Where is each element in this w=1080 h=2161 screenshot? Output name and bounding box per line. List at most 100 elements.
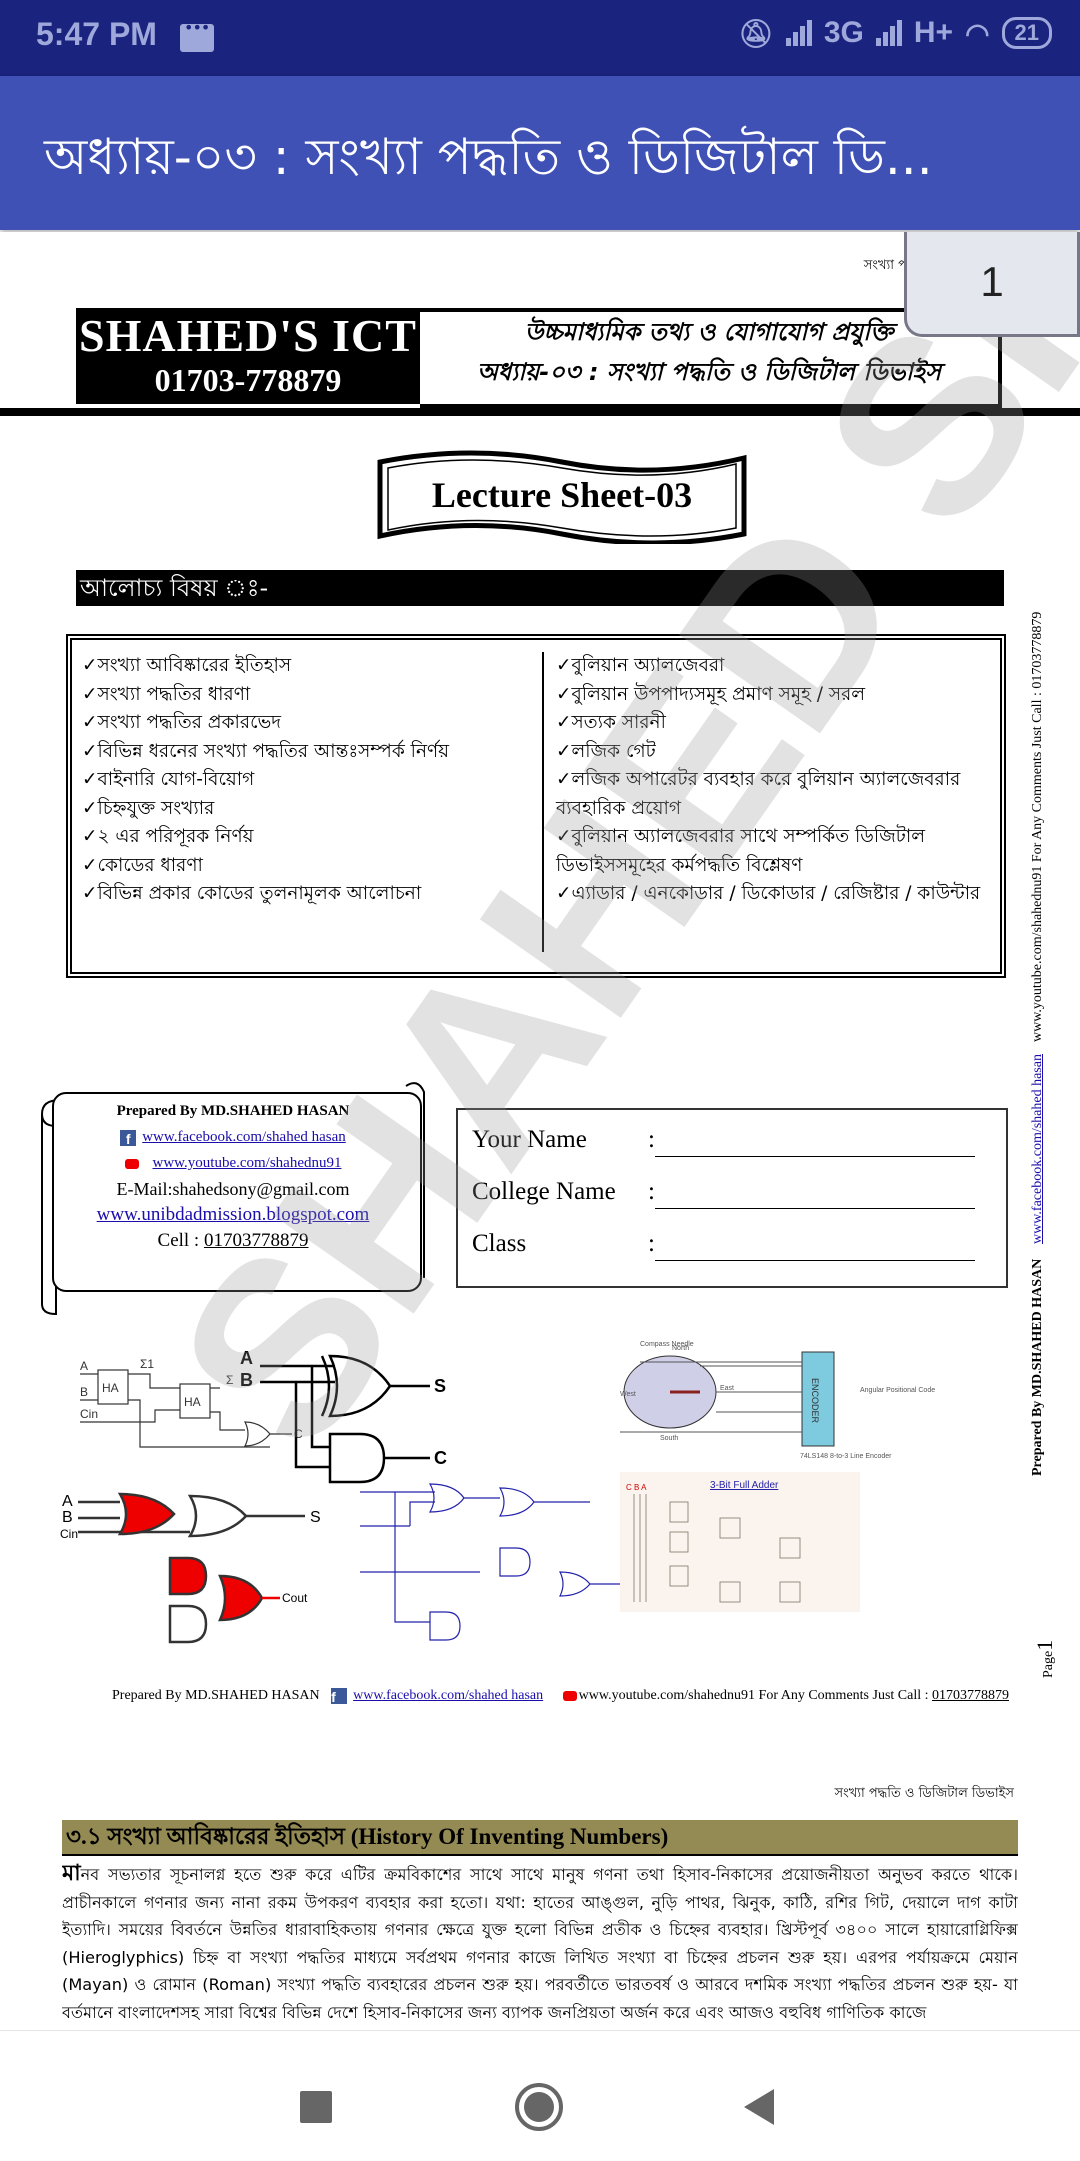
topic-item: ✓লজিক গেট (556, 740, 656, 762)
section-title: ৩.১ সংখ্যা আবিষ্কারের ইতিহাস (History Of… (62, 1820, 1018, 1856)
footer-prepared-by: Prepared By MD.SHAHED HASAN (112, 1688, 320, 1704)
topic-item: ✓বুলিয়ান অ্যালজেবরা (556, 655, 725, 676)
subject-block: উচ্চমাধ্যমিক তথ্য ও যোগাযোগ প্রযুক্তি অধ… (420, 308, 1002, 408)
brand-phone: 01703-778879 (154, 362, 342, 398)
footer-facebook-link[interactable]: www.facebook.com/shahed hasan (353, 1688, 544, 1704)
page2-header-text: সংখ্যা পদ্ধতি ও ডিজিটাল ডিভাইস (834, 1786, 1014, 1801)
brand-block: SHAHED'S ICT 01703-778879 (76, 308, 420, 404)
west-label: West (620, 1391, 636, 1398)
wifi-icon: ◠ (965, 17, 990, 49)
back-button[interactable] (744, 2089, 774, 2125)
footer-youtube-icon (562, 1691, 577, 1701)
compass-needle-label: Compass Needle (640, 1341, 694, 1348)
app-bar: অধ্যায়-০৩ : সংখ্যা পদ্ধতি ও ডিজিটাল ডি.… (0, 76, 1080, 230)
college-label: College Name (472, 1178, 616, 1205)
form-row-college: College Name : (472, 1178, 975, 1218)
three-bit-adder-inputs: C B A (626, 1483, 647, 1492)
fa-red-input-cin: Cin (60, 1527, 78, 1541)
fa-red-output-s: S (310, 1509, 321, 1526)
colon: : (648, 1178, 655, 1205)
signal-icon-2 (875, 20, 902, 46)
fa-label-b: B (80, 1385, 88, 1399)
side-prepared-by: Prepared By MD.SHAHED HASAN (1030, 1258, 1045, 1476)
clock: 5:47 PM (36, 16, 157, 52)
student-info-form: Your Name : College Name : Class : (456, 1108, 1008, 1288)
youtube-link[interactable]: www.youtube.com/shahednu91 (152, 1155, 342, 1171)
facebook-link[interactable]: www.facebook.com/shahed hasan (142, 1129, 346, 1145)
encoder-chip-label: ENCODER (810, 1378, 820, 1424)
cell-label: Cell : (157, 1230, 204, 1251)
name-blank (654, 1126, 975, 1157)
status-icons: 🔕︎ 3G H+ ◠ 21 (738, 16, 1052, 50)
network-type-1: 3G (823, 16, 864, 49)
fa-red-output-cout: Cout (282, 1591, 308, 1605)
footer-youtube-text: www.youtube.com/shahednu91 For Any Comme… (578, 1688, 932, 1704)
topic-item: ✓সংখ্যা পদ্ধতির প্রকারভেদ (82, 712, 282, 733)
email-text: E-Mail:shahedsony@gmail.com (116, 1179, 350, 1199)
recent-apps-button[interactable] (300, 2091, 332, 2123)
college-blank (654, 1178, 975, 1209)
header-rule (0, 408, 1080, 416)
cell-number: 01703778879 (203, 1230, 309, 1251)
three-bit-adder-diagram: 3-Bit Full Adder C B A (620, 1472, 860, 1612)
wave-banner-shape (377, 450, 747, 544)
battery-icon: 21 (1001, 17, 1052, 49)
scroll-body (52, 1092, 422, 1292)
navigation-bar (0, 2030, 1080, 2161)
north-label: North (672, 1345, 689, 1352)
footer-phone: 01703778879 (932, 1688, 1009, 1704)
sigma-label: Σ (226, 1373, 233, 1387)
carry-label: C (294, 1427, 303, 1441)
three-bit-adder-title: 3-Bit Full Adder (710, 1480, 779, 1491)
ha-label-1: HA (102, 1381, 119, 1395)
east-label: East (720, 1385, 734, 1392)
topic-item: ✓বুলিয়ান অ্যালজেবরার সাথে সম্পর্কিত ডিজ… (556, 826, 925, 876)
ha-input-b: B (240, 1370, 253, 1390)
youtube-icon (124, 1158, 139, 1169)
signal-icon (785, 20, 812, 46)
topic-item: ✓সত্যক সারনী (556, 712, 666, 733)
message-notification-icon (180, 18, 214, 52)
page-number: 1 (1032, 1639, 1057, 1651)
topic-item: ✓কোডের ধারণা (82, 854, 203, 876)
side-facebook-link[interactable]: www.facebook.com/shahed hasan (1030, 1054, 1045, 1244)
home-button[interactable] (515, 2083, 563, 2131)
topic-item: ✓চিহ্নযুক্ত সংখ্যার (82, 797, 215, 819)
sigma1-label: Σ1 (140, 1357, 154, 1371)
topics-box: ✓সংখ্যা আবিষ্কারের ইতিহাস ✓সংখ্যা পদ্ধতি… (66, 634, 1006, 978)
form-row-name: Your Name : (472, 1126, 975, 1166)
fa-label-cin: Cin (80, 1407, 98, 1421)
fa-red-input-a: A (62, 1493, 73, 1510)
ha-output-c: C (434, 1448, 447, 1468)
encoder-output-label: Angular Positional Code (860, 1387, 935, 1394)
full-adder-blue-diagram (360, 1483, 620, 1641)
column-divider (542, 652, 544, 952)
fa-label-a: A (80, 1359, 88, 1373)
ha-output-s: S (434, 1376, 446, 1396)
status-bar: 5:47 PM 🔕︎ 3G H+ ◠ 21 (0, 0, 1080, 76)
blog-link[interactable]: www.unibdadmission.blogspot.com (96, 1204, 370, 1225)
page-label-text: Page (1041, 1650, 1056, 1678)
half-adder-diagram (260, 1354, 430, 1484)
network-type-2: H+ (913, 16, 954, 49)
paragraph-text: নব সভ্যতার সূচনালগ্ন হতে শুরু করে এটির ক… (62, 1865, 1018, 2022)
scroll-shape (40, 1082, 425, 1316)
encoder-part-label: 74LS148 8-to-3 Line Encoder (800, 1453, 892, 1460)
topic-item: ✓লজিক অপারেটর ব্যবহার করে বুলিয়ান অ্যাল… (556, 769, 961, 819)
full-adder-ha-diagram (80, 1369, 292, 1448)
subject-line-2: অধ্যায়-০৩ : সংখ্যা পদ্ধতি ও ডিজিটাল ডিভ… (477, 358, 941, 386)
pdf-page-view[interactable]: সংখ্যা পদ্ধতি SHAHED'S ICT 01703-778879 … (0, 232, 1080, 2032)
fa-red-input-b: B (62, 1509, 73, 1526)
history-paragraph: মানব সভ্যতার সূচনালগ্ন হতে শুরু করে এটির… (62, 1860, 1018, 2028)
ha-label-2: HA (184, 1395, 201, 1409)
topics-left-list: ✓সংখ্যা আবিষ্কারের ইতিহাস ✓সংখ্যা পদ্ধতি… (82, 652, 532, 909)
topics-right-list: ✓বুলিয়ান অ্যালজেবরা ✓বুলিয়ান উপপাদ্যসম… (556, 652, 986, 909)
topic-item: ✓বিভিন্ন ধরনের সংখ্যা পদ্ধতির আন্তঃসম্পর… (82, 740, 450, 762)
document-title: অধ্যায়-০৩ : সংখ্যা পদ্ধতি ও ডিজিটাল ডি.… (44, 128, 933, 186)
topic-item: ✓এ্যাডার / এনকোডার / ডিকোডার / রেজিষ্টার… (556, 883, 981, 904)
paragraph-drop-cap: মা (62, 1861, 81, 1886)
colon: : (648, 1126, 655, 1153)
